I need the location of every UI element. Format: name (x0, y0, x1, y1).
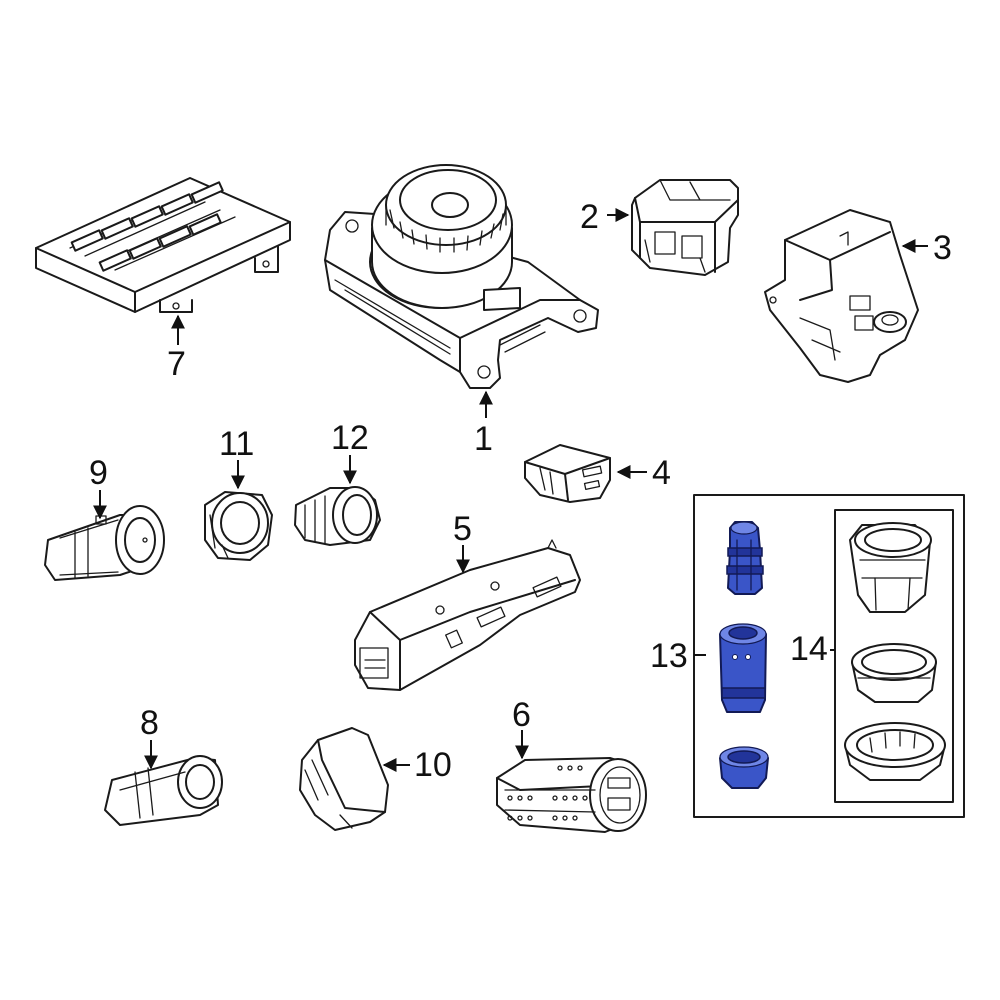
part-13c-ring (719, 746, 769, 789)
callout-3: 3 (933, 229, 952, 267)
callout-14: 14 (790, 630, 828, 668)
part-13-socket-set[interactable] (719, 521, 769, 789)
part-12-plug[interactable] (294, 486, 381, 546)
part-6-usb-hub[interactable] (496, 757, 647, 833)
part-8-socket[interactable] (104, 755, 223, 826)
callout-8: 8 (140, 704, 159, 742)
callout-4: 4 (652, 454, 671, 492)
part-11-ring[interactable] (204, 491, 273, 561)
part-14b-ring (851, 643, 937, 703)
callout-12: 12 (331, 419, 369, 457)
part-9-socket[interactable] (44, 505, 165, 581)
part-10-housing[interactable] (299, 727, 389, 831)
callout-7: 7 (167, 345, 186, 383)
callout-6: 6 (512, 696, 531, 734)
part-2-switch[interactable] (631, 179, 739, 276)
callout-11: 11 (219, 425, 254, 463)
callout-13: 13 (650, 637, 688, 675)
part-14-socket-set[interactable] (844, 522, 946, 781)
part-7-module[interactable] (35, 177, 291, 313)
callout-9: 9 (89, 454, 108, 492)
leader-lines (93, 208, 928, 772)
part-5-control-unit[interactable] (354, 539, 581, 691)
callout-2: 2 (580, 198, 599, 236)
callout-5: 5 (453, 510, 472, 548)
callout-1: 1 (474, 420, 493, 458)
part-13b-socket (719, 623, 767, 713)
part-3-housing[interactable] (764, 209, 919, 383)
part-14c-bezel (844, 722, 946, 781)
part-14a-socket (849, 522, 932, 613)
callout-10: 10 (414, 746, 452, 784)
part-1-controller[interactable] (324, 164, 599, 389)
part-4-usb-module[interactable] (524, 444, 611, 503)
part-13a-plug (726, 521, 764, 595)
callout-labels: 1 2 3 4 5 6 7 8 9 10 11 12 13 14 (89, 198, 952, 784)
group-box-14 (834, 509, 954, 803)
